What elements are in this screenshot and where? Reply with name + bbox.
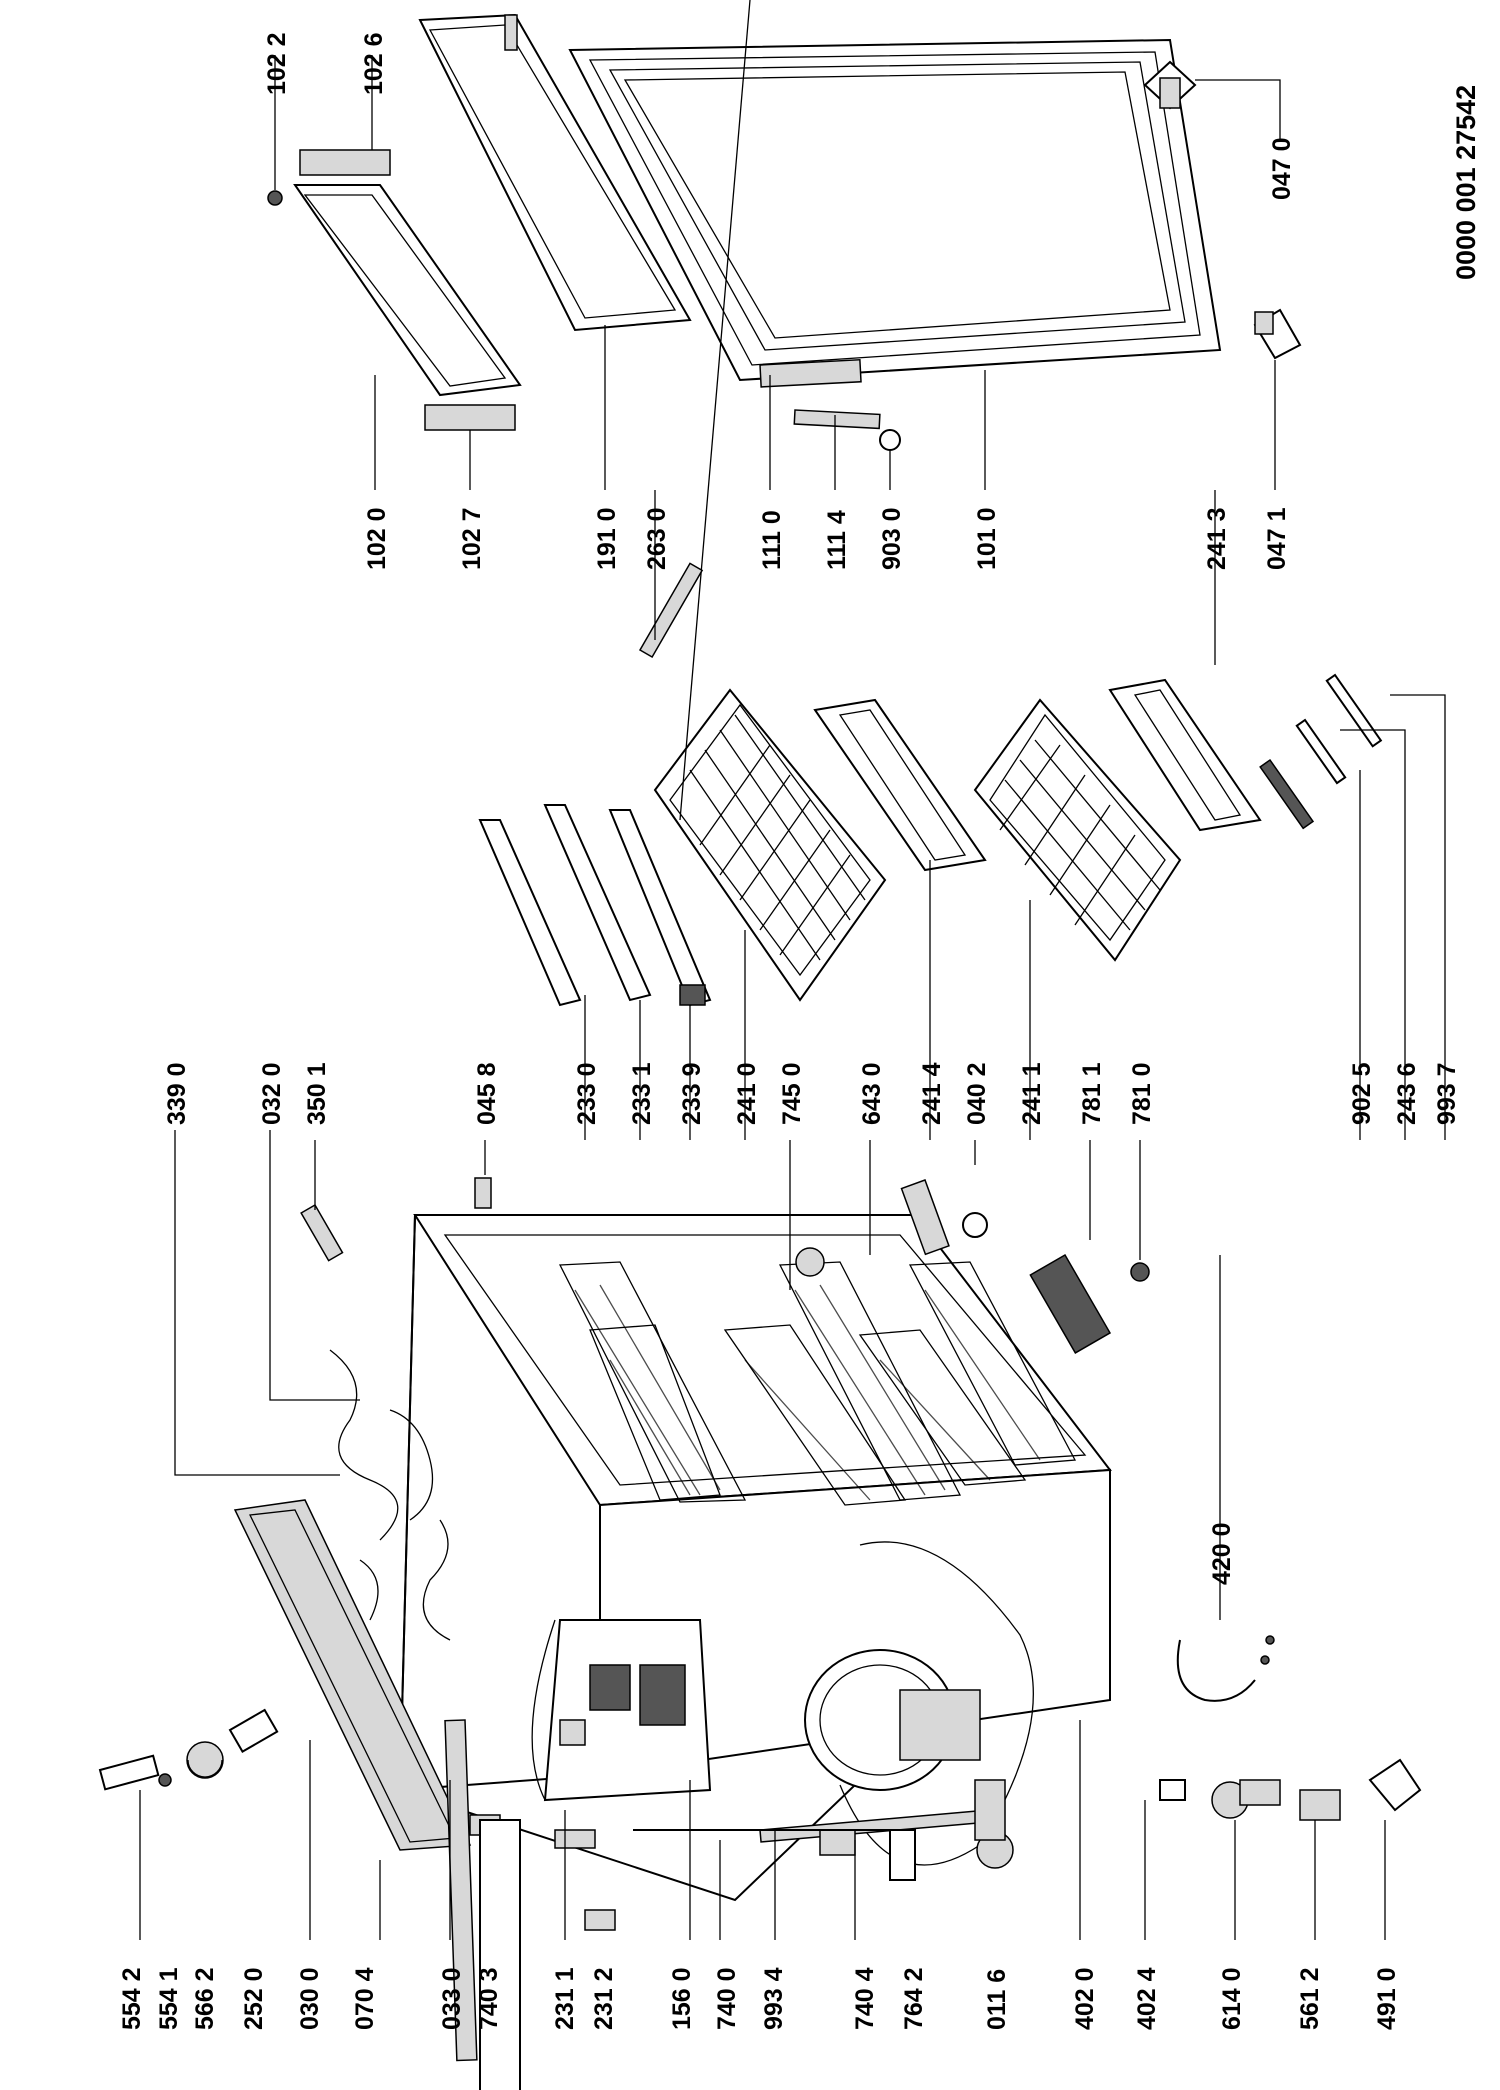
part-label: 111 4 xyxy=(823,510,851,570)
part-label: 350 1 xyxy=(303,1062,331,1125)
part-label: 263 0 xyxy=(643,507,671,570)
part-label: 402 0 xyxy=(1071,1967,1099,2030)
part-label: 102 0 xyxy=(363,507,391,570)
part-label: 011 6 xyxy=(983,1969,1011,2030)
part-label: 402 4 xyxy=(1133,1967,1161,2030)
part-label: 740 4 xyxy=(851,1967,879,2030)
part-label: 030 0 xyxy=(296,1967,324,2030)
part-label: 102 2 xyxy=(263,32,291,95)
part-label: 252 0 xyxy=(240,1967,268,2030)
drawings xyxy=(98,0,1422,2090)
basket-fronts xyxy=(813,678,1262,872)
left-small-parts xyxy=(98,1635,1422,1931)
cabinet-body xyxy=(233,1214,1112,1902)
strip-part xyxy=(638,562,704,659)
part-label: 102 7 xyxy=(458,507,486,570)
part-label: 032 0 xyxy=(258,1062,286,1125)
part-labels: 554 2 554 1 566 2 252 0 030 0 070 4 033 … xyxy=(118,32,1481,2030)
door-gasket xyxy=(418,13,692,332)
part-label: 241 3 xyxy=(1203,507,1231,570)
part-label: 233 1 xyxy=(628,1062,656,1125)
basket-lower xyxy=(973,698,1182,962)
mid-small-parts xyxy=(300,1177,1150,1354)
part-label: 643 0 xyxy=(858,1062,886,1125)
part-label: 102 6 xyxy=(360,32,388,95)
part-label: 101 0 xyxy=(973,507,1001,570)
part-label: 045 8 xyxy=(473,1062,501,1125)
compressor xyxy=(804,1541,1034,1866)
shelf-rail xyxy=(444,1719,900,2090)
part-label: 993 7 xyxy=(1433,1062,1461,1125)
part-label: 241 0 xyxy=(733,1062,761,1125)
part-label: 231 1 xyxy=(551,1967,579,2030)
feet xyxy=(1143,60,1302,360)
part-label: 191 0 xyxy=(593,507,621,570)
part-label: 241 4 xyxy=(918,1062,946,1125)
part-label: 420 0 xyxy=(1208,1522,1236,1585)
part-label: 781 1 xyxy=(1078,1062,1106,1125)
part-label: 233 0 xyxy=(573,1062,601,1125)
part-label: 745 0 xyxy=(778,1062,806,1125)
drawing-code: 0000 001 27542 xyxy=(1451,85,1481,280)
flap-assembly xyxy=(267,149,522,431)
part-label: 047 1 xyxy=(1263,507,1291,570)
part-label: 903 0 xyxy=(878,507,906,570)
part-label: 243 6 xyxy=(1393,1062,1421,1125)
part-label: 047 0 xyxy=(1268,137,1296,200)
part-label: 070 4 xyxy=(351,1967,379,2030)
part-label: 554 1 xyxy=(155,1967,183,2030)
part-label: 033 0 xyxy=(438,1967,466,2030)
part-label: 233 9 xyxy=(678,1062,706,1125)
part-label: 614 0 xyxy=(1218,1967,1246,2030)
control-panel xyxy=(531,1619,712,1802)
part-label: 566 2 xyxy=(191,1967,219,2030)
part-label: 111 0 xyxy=(758,510,786,570)
part-label: 241 1 xyxy=(1018,1062,1046,1125)
part-label: 156 0 xyxy=(668,1967,696,2030)
part-label: 491 0 xyxy=(1373,1967,1401,2030)
door-shelf-bars xyxy=(478,804,712,1007)
part-label: 740 3 xyxy=(475,1967,503,2030)
basket-upper xyxy=(653,0,887,1002)
part-label: 740 0 xyxy=(713,1967,741,2030)
part-label: 993 4 xyxy=(760,1967,788,2030)
part-label: 040 2 xyxy=(963,1062,991,1125)
part-label: 781 0 xyxy=(1128,1062,1156,1125)
part-label: 561 2 xyxy=(1296,1967,1324,2030)
part-label: 231 2 xyxy=(590,1967,618,2030)
part-label: 764 2 xyxy=(900,1967,928,2030)
part-label: 902 5 xyxy=(1348,1062,1376,1125)
part-label: 339 0 xyxy=(163,1062,191,1125)
strips-lower-right xyxy=(1259,673,1383,830)
door-small-parts xyxy=(793,409,901,451)
door-assembly xyxy=(568,38,1222,388)
part-label: 554 2 xyxy=(118,1967,146,2030)
leader-lines xyxy=(139,55,1446,1940)
